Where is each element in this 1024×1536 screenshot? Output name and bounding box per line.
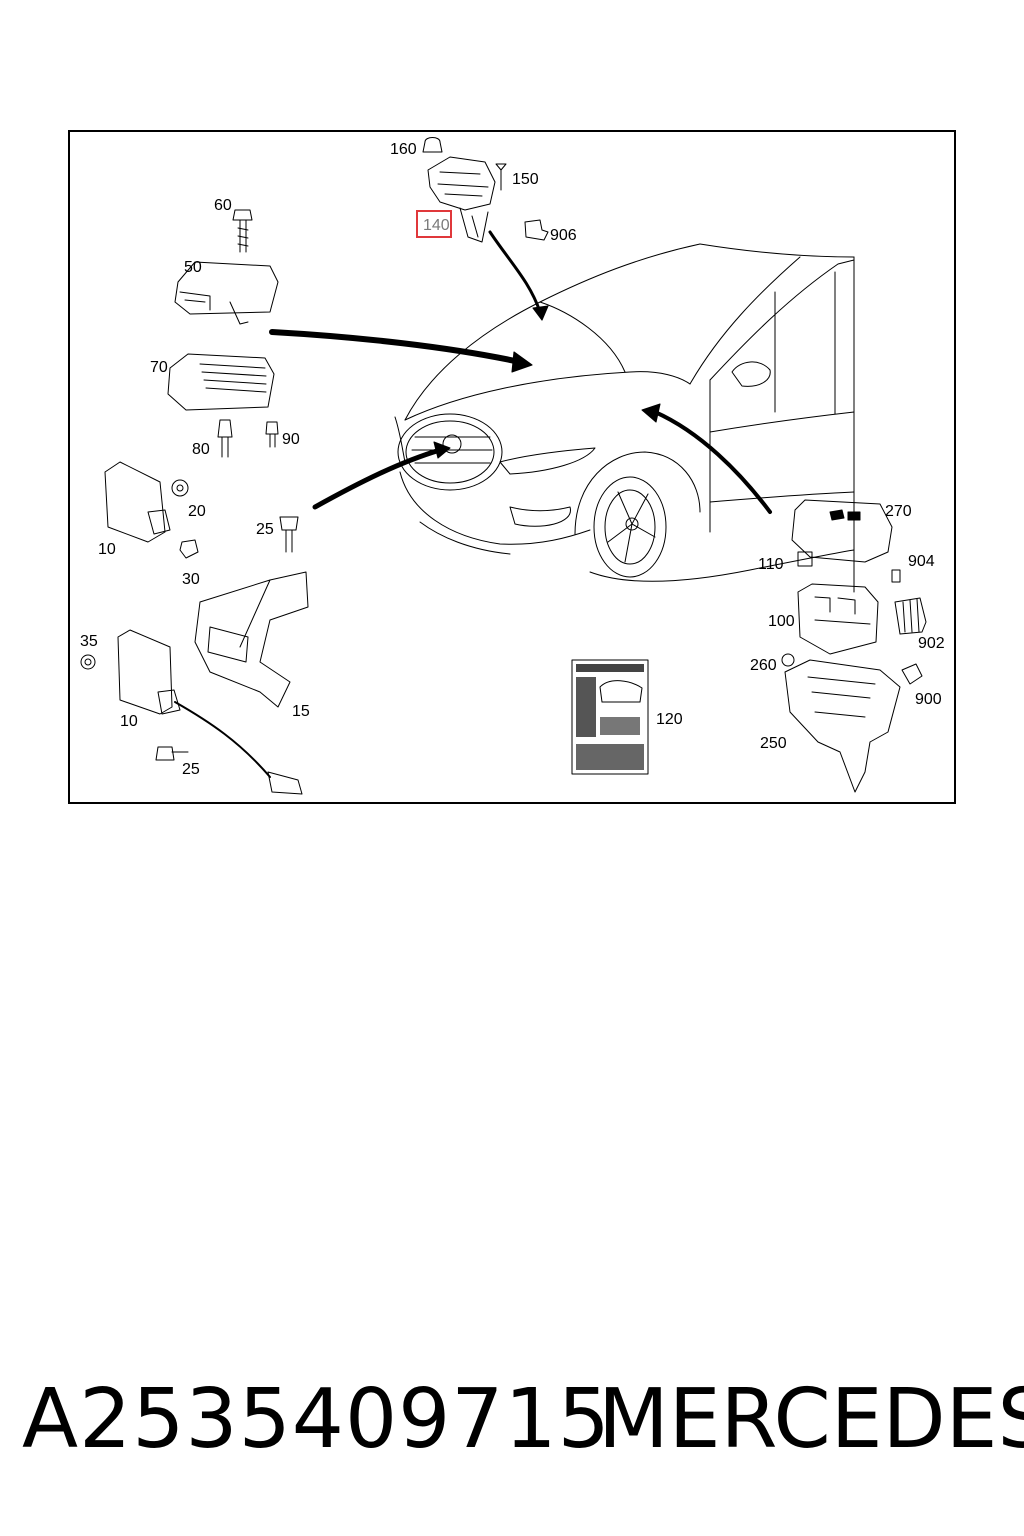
callout-15: 15 xyxy=(292,703,310,720)
parts-diagram: 160 150 140 906 60 50 70 80 90 20 10 30 … xyxy=(68,130,956,804)
callout-70: 70 xyxy=(150,359,168,376)
callout-250: 250 xyxy=(760,735,787,752)
part-caption: A2535409715 MERCEDES xyxy=(0,1370,1024,1470)
callout-20: 20 xyxy=(188,503,206,520)
car-illustration xyxy=(394,243,855,593)
callout-900: 900 xyxy=(915,691,942,708)
callout-10-upper: 10 xyxy=(98,541,116,558)
callout-25-lower: 25 xyxy=(182,761,200,778)
callout-90: 90 xyxy=(282,431,300,448)
part-140-sketch xyxy=(427,156,496,211)
callout-50: 50 xyxy=(184,259,202,276)
arrows xyxy=(269,230,772,514)
callout-35: 35 xyxy=(80,633,98,650)
highlight-box xyxy=(416,210,452,238)
callout-260: 260 xyxy=(750,657,777,674)
callout-100: 100 xyxy=(768,613,795,630)
callout-30: 30 xyxy=(182,571,200,588)
callout-906: 906 xyxy=(550,227,577,244)
callout-150: 150 xyxy=(512,171,539,188)
callout-120: 120 xyxy=(656,711,683,728)
diagram-drawing xyxy=(80,137,927,795)
callout-60: 60 xyxy=(214,197,232,214)
callout-160: 160 xyxy=(390,141,417,158)
callout-270: 270 xyxy=(885,503,912,520)
callout-902: 902 xyxy=(918,635,945,652)
callout-10-lower: 10 xyxy=(120,713,138,730)
callout-25-upper: 25 xyxy=(256,521,274,538)
callout-110: 110 xyxy=(758,556,784,573)
callout-140[interactable]: 140 xyxy=(423,217,450,234)
part-sketches xyxy=(80,137,927,795)
callout-80: 80 xyxy=(192,441,210,458)
callout-904: 904 xyxy=(908,553,935,570)
part-number: A2535409715 xyxy=(22,1372,611,1467)
brand-name: MERCEDES xyxy=(598,1372,1024,1467)
